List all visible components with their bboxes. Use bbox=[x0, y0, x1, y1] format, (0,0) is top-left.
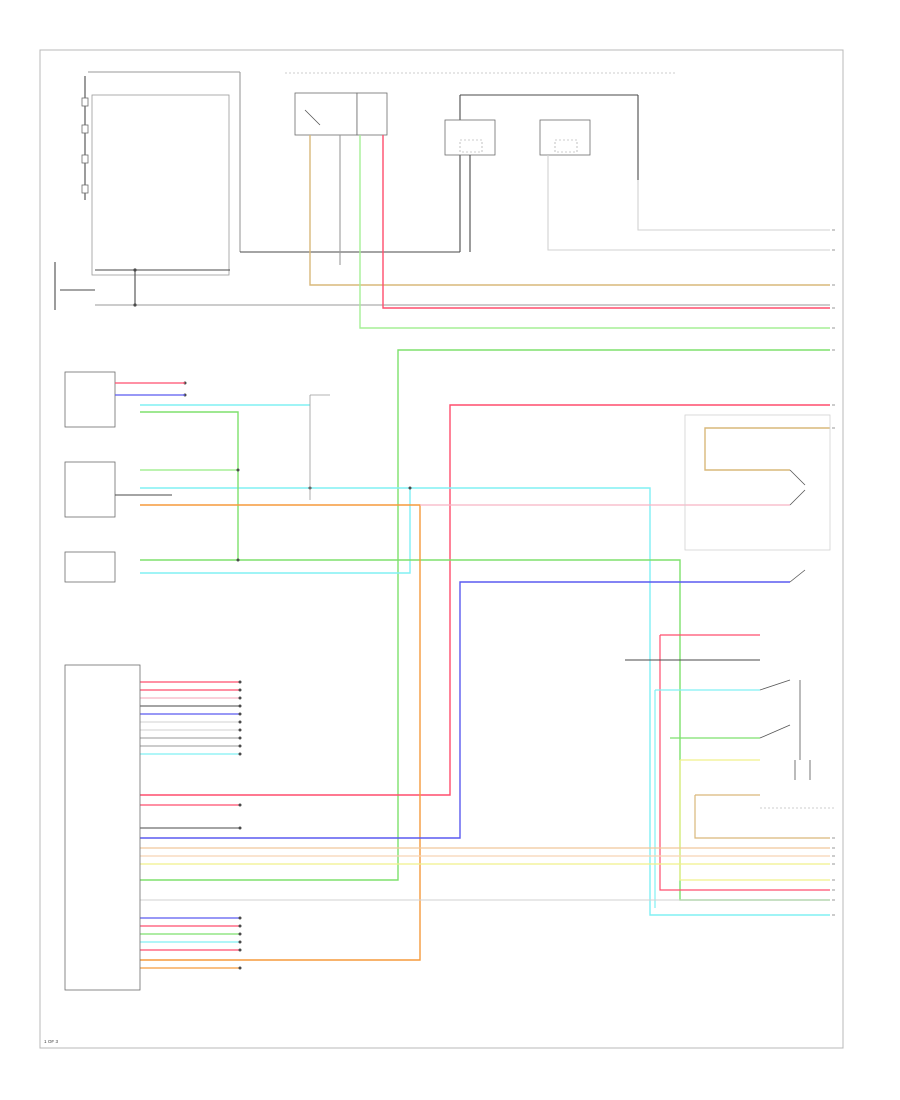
battery-fuse-section bbox=[81, 71, 639, 276]
diagram-frame bbox=[39, 49, 844, 1049]
ignition-switch bbox=[54, 262, 830, 310]
left-modules bbox=[64, 371, 185, 991]
relay-box bbox=[294, 92, 591, 156]
right-terminals bbox=[832, 229, 835, 916]
module-middle-left bbox=[64, 461, 116, 518]
page-label: 1 OF 3 bbox=[44, 1039, 58, 1044]
main-control-unit bbox=[64, 664, 141, 991]
module-lower-left bbox=[64, 551, 116, 583]
control-unit-pin-wires bbox=[140, 681, 240, 969]
right-modules bbox=[684, 414, 835, 809]
module-upper-left bbox=[64, 371, 116, 428]
center-junction bbox=[309, 394, 330, 500]
wire-harness bbox=[140, 135, 830, 961]
pin-connectors bbox=[183, 381, 412, 970]
